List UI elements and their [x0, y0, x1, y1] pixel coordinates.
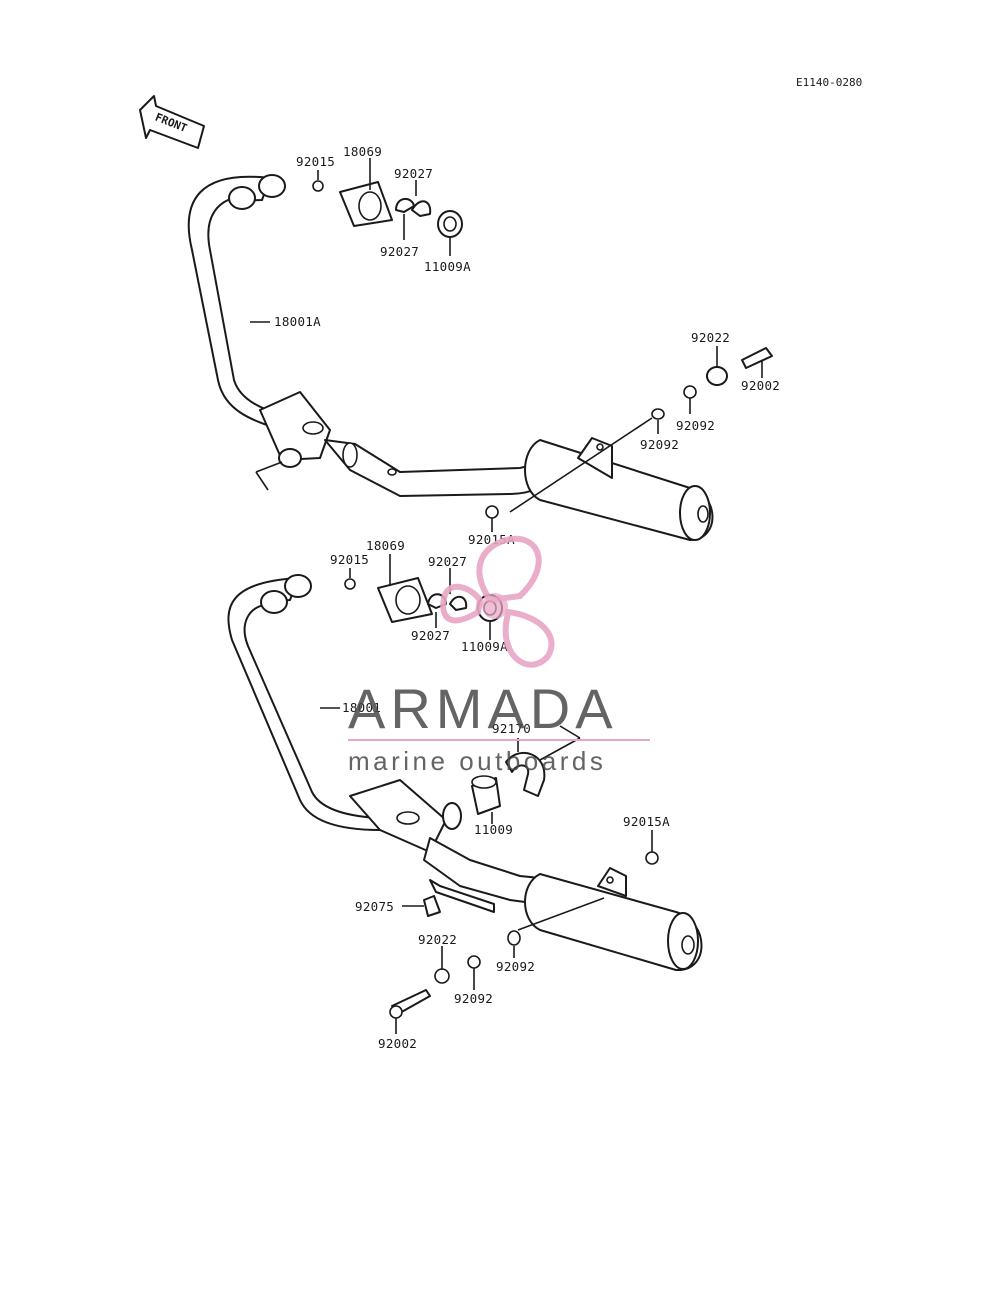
part-label: 92002 — [378, 1036, 417, 1051]
part-label: 92015 — [330, 552, 369, 567]
part-label: 92092 — [496, 959, 535, 974]
part-label: 92170 — [492, 721, 531, 736]
part-label: 92027 — [428, 554, 467, 569]
part-label: 92027 — [394, 166, 433, 181]
lower-exhaust-assembly — [227, 554, 703, 1034]
header-port-icon — [228, 186, 256, 210]
upper-exhaust-assembly — [187, 158, 773, 541]
washer-icon — [683, 385, 697, 399]
bolt-icon — [741, 347, 773, 369]
part-label: 92022 — [418, 932, 457, 947]
part-label: 18001A — [274, 314, 321, 329]
part-label: 11009 — [474, 822, 513, 837]
part-label: 92075 — [355, 899, 394, 914]
part-label: 18069 — [343, 144, 382, 159]
part-label: 92022 — [691, 330, 730, 345]
nut-icon — [312, 180, 324, 192]
part-label: 92027 — [380, 244, 419, 259]
header-port-icon — [258, 174, 286, 198]
part-label: 11009A — [424, 259, 471, 274]
split-keeper-icon — [411, 200, 432, 217]
part-label: 92015 — [296, 154, 335, 169]
part-label: 11009A — [461, 639, 508, 654]
part-label: 92092 — [454, 991, 493, 1006]
part-label: 92092 — [640, 437, 679, 452]
nut-icon — [485, 505, 499, 519]
washer-icon — [651, 408, 665, 420]
part-label: 18069 — [366, 538, 405, 553]
diagram-code: E1140-0280 — [796, 76, 862, 89]
propeller-logo-icon — [440, 535, 555, 668]
part-label: 92027 — [411, 628, 450, 643]
collar-icon — [706, 366, 728, 386]
part-label: 92002 — [741, 378, 780, 393]
watermark: ARMADA marine outboards — [348, 535, 650, 776]
watermark-tagline: marine outboards — [348, 746, 606, 776]
rubber-damper-icon — [423, 895, 441, 917]
watermark-brand: ARMADA — [348, 677, 618, 740]
part-label: 18001 — [342, 700, 381, 715]
clamp-icon — [505, 751, 546, 797]
part-label: 92092 — [676, 418, 715, 433]
front-arrow-icon: FRONT — [139, 95, 205, 149]
part-label: 92015A — [623, 814, 670, 829]
